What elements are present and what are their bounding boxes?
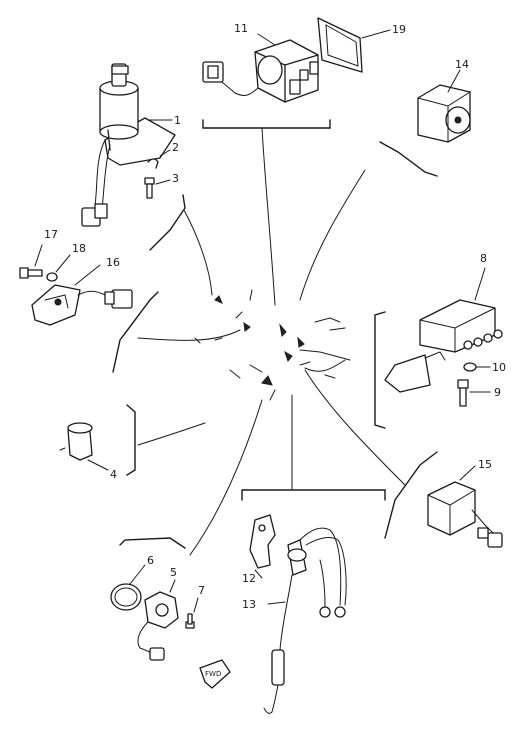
callout-16: 16 [106,256,120,269]
callout-13: 13 [242,598,256,611]
washer-part-10 [463,362,477,372]
sensor-bracket-part-16 [31,284,133,326]
callout-19: 19 [392,23,406,36]
routing-lines [137,127,406,556]
bolt-part-17 [19,267,43,279]
relay-part-15 [427,481,503,548]
fwd-arrow-icon: FWD [199,659,231,689]
callout-6: 6 [147,554,154,567]
callout-15: 15 [478,458,492,471]
relay-part-11 [202,39,319,103]
flasher-relay-part-14 [417,84,471,143]
callout-7: 7 [198,584,205,597]
bolt-part-9 [457,379,469,407]
clip-part-2 [147,158,159,169]
screw-part-3 [144,177,155,199]
washer-part-18 [46,272,58,282]
callout-17: 17 [44,228,58,241]
group-brackets [112,119,438,549]
callout-11: 11 [234,22,248,35]
cap-part-4 [59,422,93,461]
callout-4: 4 [110,468,117,481]
callout-5: 5 [170,566,177,579]
callout-2: 2 [172,141,179,154]
main-switch-part-1 [81,63,176,227]
callout-12: 12 [242,572,256,585]
callout-1: 1 [174,114,181,127]
callout-8: 8 [480,252,487,265]
fwd-label: FWD [205,670,221,678]
rubber-cover-part-19 [317,17,363,73]
callout-9: 9 [494,386,501,399]
callout-10: 10 [492,361,506,374]
callout-14: 14 [455,58,469,71]
connector-block-part-8 [384,299,503,393]
callout-18: 18 [72,242,86,255]
switch-cable-part-13 [263,527,347,714]
center-fastener-cluster [194,289,346,401]
sender-part-5 [137,591,179,661]
o-ring-part-6 [110,583,142,611]
screw-part-7 [185,613,195,629]
bracket-part-12 [249,514,276,569]
callout-3: 3 [172,172,179,185]
